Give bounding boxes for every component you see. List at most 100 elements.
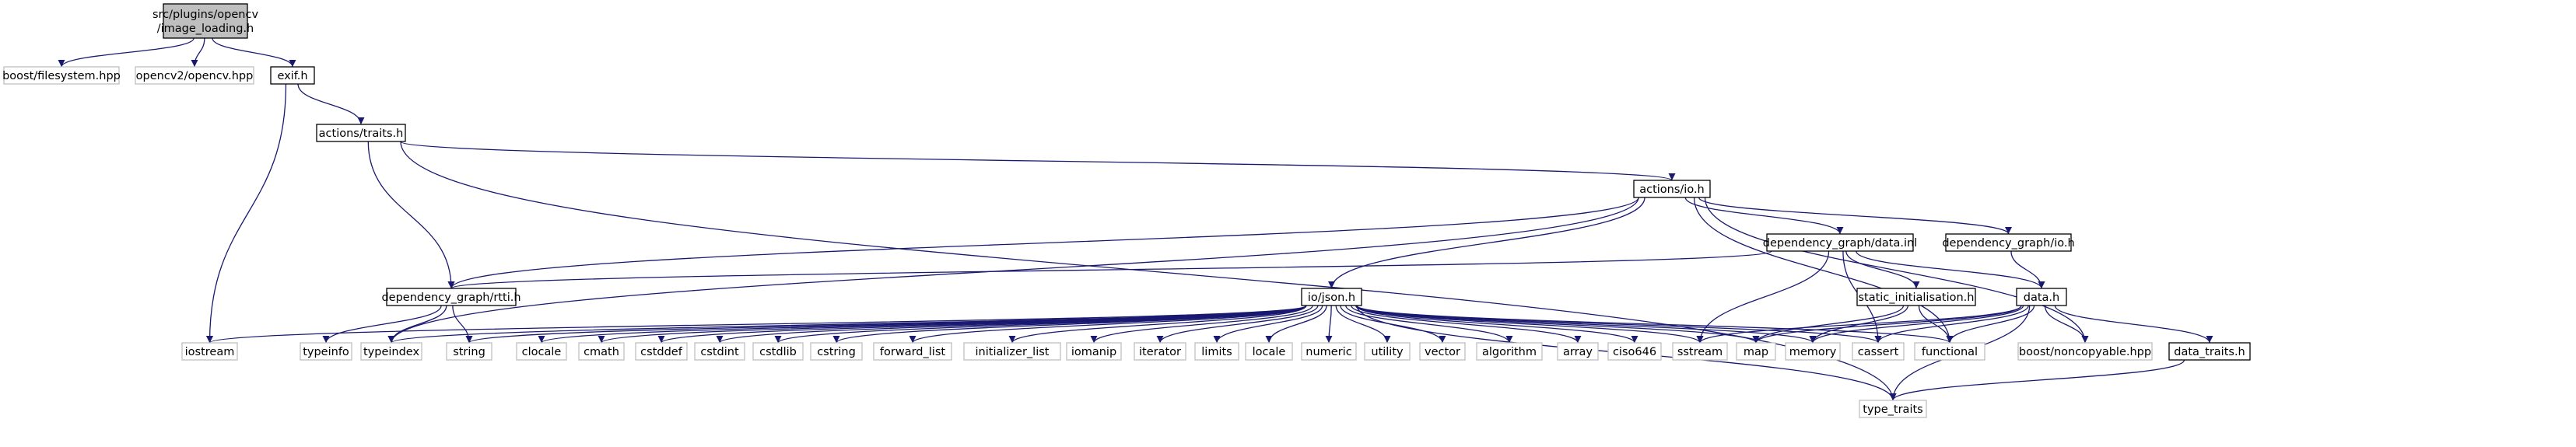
edge-data-inl-to-sstream	[1696, 250, 1830, 344]
edge-data-inl-to-static-init	[1845, 250, 1920, 289]
edge-data-h-to-functional	[1946, 305, 2035, 344]
node-label: numeric	[1306, 346, 1351, 358]
node-label: iostream	[185, 346, 235, 358]
node-exif[interactable]: exif.h	[270, 66, 315, 85]
node-label: map	[1744, 346, 1768, 358]
node-string: string	[446, 342, 492, 361]
node-data-h[interactable]: data.h	[2016, 288, 2067, 306]
node-box	[270, 66, 315, 85]
node-dg-io[interactable]: dependency_graph/io.h	[1942, 233, 2075, 252]
node-io[interactable]: actions/io.h	[1633, 180, 1711, 198]
node-label: opencv2/opencv.hpp	[136, 70, 254, 82]
node-label: array	[1563, 346, 1593, 358]
node-json[interactable]: io/json.h	[1301, 288, 1362, 306]
edge-io-to-boost-noncopy	[1704, 197, 2089, 344]
node-data-traits[interactable]: data_traits.h	[2168, 342, 2251, 361]
node-box	[1859, 400, 1927, 418]
node-iterator: iterator	[1134, 342, 1186, 361]
node-cstring: cstring	[810, 342, 863, 361]
node-boost-noncopy: boost/noncopyable.hpp	[2017, 342, 2153, 361]
node-utility: utility	[1364, 342, 1411, 361]
node-iostream: iostream	[181, 342, 238, 361]
node-traits[interactable]: actions/traits.h	[316, 124, 406, 142]
node-functional: functional	[1914, 342, 1985, 361]
node-box	[1785, 342, 1841, 361]
edge-traits-to-io	[400, 141, 1675, 181]
node-boost-fs: boost/filesystem.hpp	[2, 66, 121, 85]
node-box	[1852, 342, 1905, 361]
edge-data-traits-to-type-traits	[1889, 359, 2185, 401]
edge-json-to-initializer-list	[1008, 305, 1307, 344]
node-box	[1856, 288, 1976, 306]
edge-io-to-data-inl	[1684, 197, 1844, 235]
node-label: src/plugins/opencv	[152, 9, 258, 21]
node-box	[386, 288, 517, 306]
node-label: /image_loading.h	[157, 23, 254, 35]
node-label: type_traits	[1863, 403, 1922, 416]
edge-data-inl-to-data-h	[1856, 250, 2045, 289]
node-label: sstream	[1677, 346, 1723, 358]
node-label: clocale	[522, 346, 562, 358]
edge-data-h-to-map	[1752, 305, 2022, 344]
node-box	[316, 124, 406, 142]
node-map: map	[1736, 342, 1776, 361]
node-ciso646: ciso646	[1607, 342, 1662, 361]
edge-layer	[58, 37, 2213, 401]
node-label: cstddef	[640, 346, 683, 358]
node-box	[516, 342, 567, 361]
node-box	[1633, 180, 1711, 198]
edge-json-to-iostream	[206, 305, 1307, 344]
node-array: array	[1557, 342, 1599, 361]
node-box	[1245, 342, 1293, 361]
edge-json-to-numeric	[1325, 305, 1333, 344]
edge-json-to-cassert	[1356, 305, 1882, 344]
node-box	[2017, 342, 2153, 361]
edge-root-to-opencv2	[191, 37, 205, 68]
node-box	[163, 3, 248, 39]
node-label: cstdlib	[759, 346, 797, 358]
edge-json-to-array	[1351, 305, 1582, 344]
node-label: dependency_graph/data.inl	[1763, 237, 1917, 250]
node-limits: limits	[1194, 342, 1239, 361]
node-box	[135, 66, 254, 85]
node-label: initializer_list	[976, 346, 1050, 358]
node-clocale: clocale	[516, 342, 567, 361]
node-label: typeinfo	[303, 346, 349, 358]
node-cstdlib: cstdlib	[752, 342, 804, 361]
node-opencv2: opencv2/opencv.hpp	[135, 66, 254, 85]
node-cstddef: cstddef	[635, 342, 688, 361]
edge-static-init-to-map	[1752, 305, 1905, 344]
edge-json-to-algorithm	[1345, 305, 1513, 344]
node-data-inl[interactable]: dependency_graph/data.inl	[1763, 233, 1917, 252]
node-root[interactable]: src/plugins/opencv/image_loading.h	[152, 3, 258, 39]
node-box	[360, 342, 422, 361]
node-label: ciso646	[1613, 346, 1656, 358]
node-box	[2016, 288, 2067, 306]
edge-json-to-cstring	[832, 305, 1307, 344]
edge-data-h-to-data-traits	[2054, 305, 2213, 344]
edge-traits-to-rtti	[367, 141, 455, 289]
node-label: static_initialisation.h	[1859, 292, 1975, 304]
node-box	[694, 342, 745, 361]
node-label: memory	[1789, 346, 1837, 358]
node-box	[578, 342, 625, 361]
node-label: string	[453, 346, 485, 358]
node-box	[1607, 342, 1662, 361]
node-label: forward_list	[880, 346, 945, 358]
node-iomanip: iomanip	[1066, 342, 1122, 361]
node-sstream: sstream	[1672, 342, 1728, 361]
edge-exif-to-iostream	[206, 83, 287, 344]
node-rtti[interactable]: dependency_graph/rtti.h	[381, 288, 521, 306]
node-cmath: cmath	[578, 342, 625, 361]
node-forward-list: forward_list	[873, 342, 952, 361]
node-box	[1914, 342, 1985, 361]
node-label: iterator	[1139, 346, 1181, 358]
edge-rtti-to-string	[452, 305, 473, 344]
node-label: functional	[1922, 346, 1978, 358]
node-label: cstdint	[700, 346, 739, 358]
edge-json-to-typeindex	[387, 305, 1307, 344]
node-static-init[interactable]: static_initialisation.h	[1856, 288, 1976, 306]
node-box	[1066, 342, 1122, 361]
node-box	[446, 342, 492, 361]
